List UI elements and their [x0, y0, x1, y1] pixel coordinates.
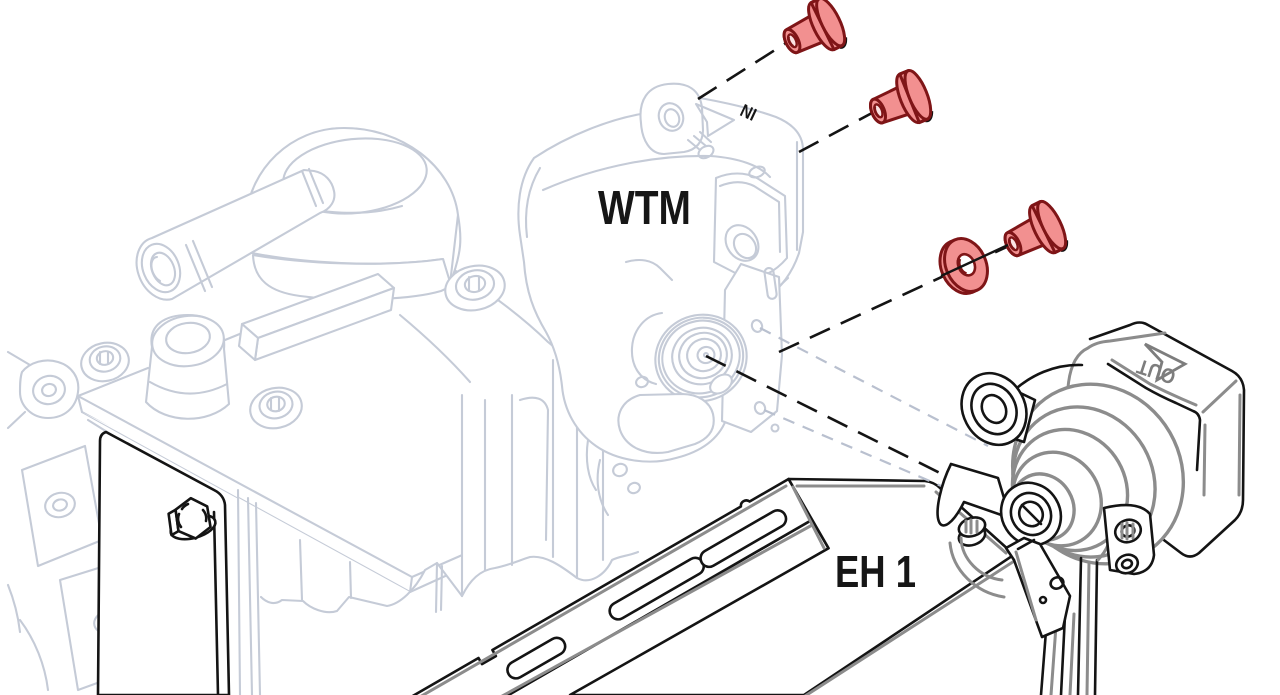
bracket-button-screw [957, 516, 987, 547]
valve-lug [1102, 503, 1156, 576]
mounting-screw-3 [1003, 199, 1069, 258]
mounting-screw-1 [782, 0, 848, 55]
valve-stub [936, 462, 1012, 527]
washer-axis-line [940, 243, 1009, 278]
hex-bolt [167, 496, 217, 541]
leader-line-valve [705, 354, 1027, 518]
bracket-plate [568, 477, 1029, 695]
valve-port [960, 371, 1037, 447]
cover-plate-face [96, 430, 231, 695]
fasteners [782, 0, 1069, 295]
wtm-body [517, 93, 805, 463]
wtm-mount-plate [720, 262, 784, 434]
bracket-slot-2 [699, 509, 788, 569]
cover-plate [96, 430, 231, 695]
leader-line-screw-1 [697, 41, 787, 101]
out-arrow-icon [1143, 342, 1188, 383]
wtm-module: IN [517, 82, 805, 517]
pump-socket-screw-2 [249, 386, 303, 430]
pump-socket-screw-1 [80, 341, 130, 383]
pump-assembly [6, 126, 640, 695]
valve-assembly: OUT [936, 321, 1246, 695]
valve-hub [999, 481, 1063, 547]
mounting-screw-2 [868, 69, 934, 125]
wtm-foot [617, 373, 780, 454]
pump-left-port [6, 350, 80, 430]
labels: WTM EH 1 [598, 182, 916, 597]
valve-bracket [1004, 536, 1072, 639]
in-arrow-icon [694, 102, 736, 138]
leader-line-screw-2 [798, 111, 873, 154]
pump-boss [144, 313, 231, 420]
pump-skirt [82, 412, 462, 695]
pump-socket-screw-3 [444, 264, 506, 312]
pump-pipe [135, 168, 336, 301]
wtm-label: WTM [598, 182, 691, 235]
eh1-bracket [411, 477, 1029, 695]
wtm-mount-tab [639, 82, 715, 160]
eh1-label: EH 1 [835, 546, 916, 597]
grey-leader-upper [759, 327, 989, 447]
bracket-slot-0 [506, 636, 567, 680]
